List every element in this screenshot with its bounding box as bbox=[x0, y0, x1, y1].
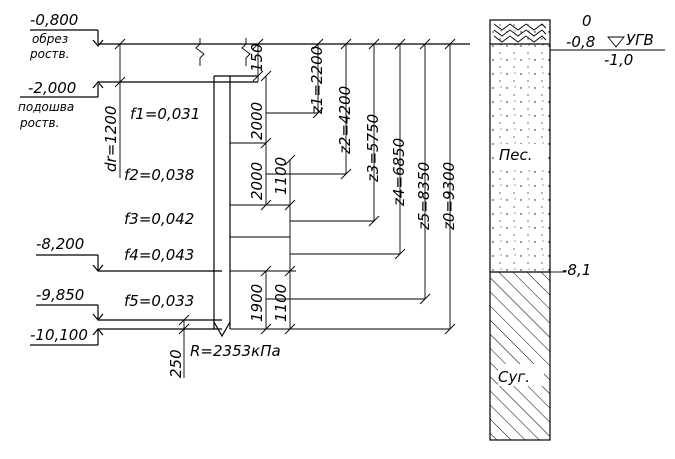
depth-dimension-lines bbox=[230, 38, 456, 335]
f4-label: f4=0,043 bbox=[124, 246, 194, 264]
dim-1100b-label: 1100 bbox=[272, 284, 290, 322]
elevation-cut-label: -0,800 bbox=[30, 11, 78, 29]
grillage-depth-dimension: dr=1200 bbox=[102, 38, 126, 178]
f5-label: f5=0,033 bbox=[124, 292, 194, 310]
dim-150-label: 150 bbox=[248, 43, 266, 72]
gwl-label: УГВ bbox=[626, 31, 654, 49]
z4-label: z4=6850 bbox=[390, 138, 408, 207]
z2-label: z2=4200 bbox=[336, 86, 354, 155]
elevation-marker-9850: -9,850 bbox=[36, 286, 104, 321]
f3-label: f3=0,042 bbox=[124, 210, 194, 228]
base-caption-1: подошва bbox=[18, 100, 74, 114]
borehole-column: Пес. Суг. bbox=[489, 19, 551, 441]
break-symbols bbox=[195, 38, 251, 66]
borehole-cut-label: -0,8 bbox=[566, 33, 595, 51]
elevation-marker-cut: -0,800 обрез роств. bbox=[29, 11, 104, 61]
df-dimension-label: dr=1200 bbox=[102, 106, 120, 172]
sand-layer-label: Пес. bbox=[499, 146, 533, 164]
cut-caption-1: обрез bbox=[32, 32, 68, 46]
z3-label: z3=5750 bbox=[364, 114, 382, 183]
elevation-8200-label: -8,200 bbox=[36, 235, 84, 253]
base-caption-2: роств. bbox=[19, 116, 59, 130]
dim-250-label: 250 bbox=[167, 349, 185, 378]
layer-division-lines bbox=[230, 38, 296, 335]
reference-lines bbox=[98, 43, 470, 330]
elevation-base-label: -2,000 bbox=[28, 79, 76, 97]
z5-label: z5=8350 bbox=[415, 162, 433, 231]
sandy-loam-layer-label: Суг. bbox=[498, 368, 530, 386]
dim-2000b-label: 2000 bbox=[248, 162, 266, 200]
borehole-levels: 0 -0,8 УГВ -1,0 -8,1 bbox=[550, 12, 665, 279]
borehole-top-label: 0 bbox=[582, 12, 592, 30]
dim-1100a-label: 1100 bbox=[272, 157, 290, 195]
z0-label: z0=9300 bbox=[440, 162, 458, 231]
layer-boundary-label: -8,1 bbox=[562, 261, 591, 279]
dim-2000a-label: 2000 bbox=[248, 102, 266, 140]
elevation-marker-tip: -10,100 bbox=[30, 326, 104, 346]
f2-label: f2=0,038 bbox=[124, 166, 194, 184]
gwl-level-label: -1,0 bbox=[604, 51, 633, 69]
pile bbox=[213, 75, 258, 338]
dim-1900-label: 1900 bbox=[248, 284, 266, 322]
z1-label: z1=2200 bbox=[308, 46, 326, 115]
tip-resistance-label: R=2353кПа bbox=[190, 342, 281, 360]
elevation-marker-8200: -8,200 bbox=[36, 235, 104, 272]
f1-label: f1=0,031 bbox=[130, 105, 200, 123]
elevation-tip-label: -10,100 bbox=[30, 326, 88, 344]
tip-dimension: 250 bbox=[167, 314, 190, 378]
cut-caption-2: роств. bbox=[29, 47, 69, 61]
elevation-9850-label: -9,850 bbox=[36, 286, 84, 304]
elevation-marker-base: -2,000 подошва роств. bbox=[18, 79, 104, 130]
